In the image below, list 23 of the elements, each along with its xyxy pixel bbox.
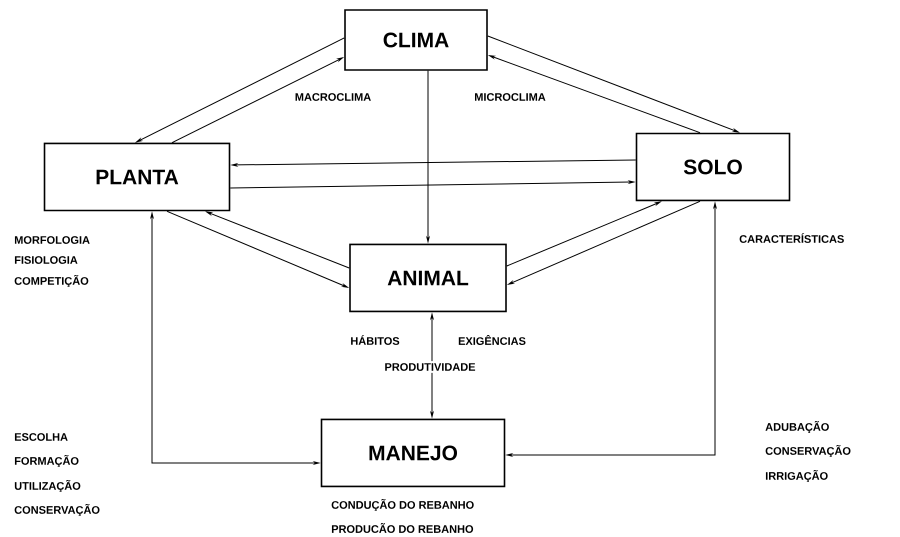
annotation-text: ESCOLHA	[12, 431, 70, 443]
annotation-text: FORMAÇÃO	[12, 452, 81, 470]
annotation-text: FISIOLOGIA	[12, 254, 80, 266]
annotation-text: ADUBAÇÃO	[763, 418, 832, 436]
concept-box: MANEJO	[320, 418, 506, 488]
annotation-text: IRRIGAÇÃO	[763, 468, 830, 484]
concept-box: ANIMAL	[349, 244, 507, 312]
annotation-text: COMPETIÇÃO	[12, 272, 91, 290]
annotation-text: UTILIZAÇÃO	[12, 478, 83, 494]
concept-box: PLANTA	[44, 142, 230, 212]
annotation-text: PRODUTIVIDADE	[382, 361, 478, 373]
node-caption: PRODUCÃO DO REBANHO	[332, 523, 474, 533]
annotation-text: HÁBITOS	[348, 333, 402, 347]
annotation-text: CONSERVAÇÃO	[12, 502, 102, 518]
annotation-text: EXIGÊNCIAS	[456, 333, 528, 347]
node-caption: CONDUÇÃO DO REBANHO	[332, 498, 474, 512]
annotation-text: MORFOLOGIA	[12, 234, 92, 246]
concept-box: SOLO	[636, 132, 790, 202]
annotation-text: MICROCLIMA	[472, 91, 548, 103]
annotation-text: MACROCLIMA	[292, 91, 374, 103]
annotation-text: CONSERVAÇÃO	[763, 442, 853, 460]
concept-box: CLIMA	[344, 9, 488, 71]
annotation-text: CARACTERÍSTICAS	[737, 231, 846, 245]
